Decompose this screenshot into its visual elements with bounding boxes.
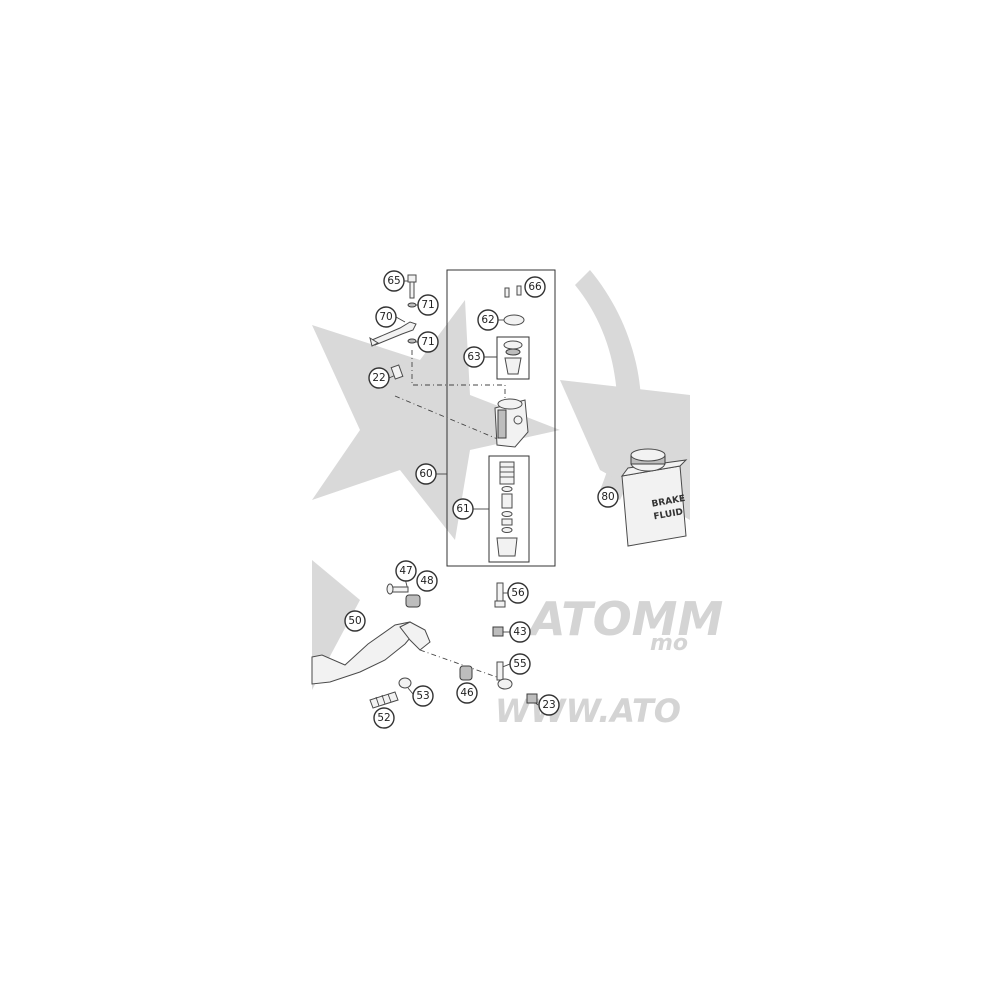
callout-23: 23 bbox=[538, 694, 560, 716]
parts: BRAKE FLUID bbox=[311, 274, 688, 709]
callout-80: 80 bbox=[597, 486, 619, 508]
callout-56: 56 bbox=[507, 582, 529, 604]
callout-71-lower: 71 bbox=[417, 331, 439, 353]
callout-48: 48 bbox=[416, 570, 438, 592]
bolt-22 bbox=[390, 364, 404, 380]
callout-label: 63 bbox=[467, 351, 480, 363]
callout-22: 22 bbox=[368, 367, 390, 389]
reservoir-cap-62 bbox=[503, 314, 525, 326]
washer-71-top bbox=[407, 302, 417, 308]
callout-label: 47 bbox=[399, 565, 412, 577]
callout-52: 52 bbox=[373, 707, 395, 729]
callout-50: 50 bbox=[344, 610, 366, 632]
callout-53: 53 bbox=[412, 685, 434, 707]
callout-label: 53 bbox=[416, 690, 429, 702]
callout-label: 66 bbox=[528, 281, 542, 293]
callout-label: 22 bbox=[372, 372, 385, 384]
callout-label: 62 bbox=[481, 314, 494, 326]
callout-label: 71 bbox=[421, 336, 434, 348]
callout-55: 55 bbox=[509, 653, 531, 675]
callout-47: 47 bbox=[395, 560, 417, 582]
callout-60: 60 bbox=[415, 463, 437, 485]
callout-66: 66 bbox=[524, 276, 546, 298]
callout-label: 48 bbox=[420, 575, 433, 587]
assembly-path-bolt bbox=[394, 395, 501, 441]
callout-label: 46 bbox=[460, 687, 474, 699]
pin-66-b bbox=[516, 285, 522, 296]
callout-61: 61 bbox=[452, 498, 474, 520]
assembly-path-pedal bbox=[419, 649, 506, 681]
plate-53 bbox=[398, 677, 412, 689]
callout-label: 61 bbox=[456, 503, 469, 515]
callout-label: 55 bbox=[513, 658, 526, 670]
callout-label: 60 bbox=[419, 468, 432, 480]
callout-46: 46 bbox=[456, 682, 478, 704]
pin-66-a bbox=[504, 287, 510, 298]
brake-hose-70 bbox=[369, 321, 417, 347]
banjo-bolt-65 bbox=[407, 274, 417, 299]
callout-label: 70 bbox=[379, 311, 392, 323]
nut-23 bbox=[526, 693, 538, 704]
screw-47 bbox=[386, 583, 409, 595]
master-cylinder-body bbox=[494, 398, 529, 448]
callout-70: 70 bbox=[375, 306, 397, 328]
washer-71-bottom bbox=[407, 338, 417, 344]
watermark-brand: ATOMM bbox=[527, 592, 723, 646]
bushing-48 bbox=[405, 594, 421, 608]
callout-62: 62 bbox=[477, 309, 499, 331]
fitting-56 bbox=[494, 582, 506, 608]
callout-label: 56 bbox=[511, 587, 525, 599]
diaphragm-kit-63 bbox=[503, 340, 523, 375]
callout-label: 50 bbox=[348, 615, 361, 627]
watermark-url: WWW.ATO bbox=[495, 692, 681, 730]
callout-label: 52 bbox=[377, 712, 390, 724]
callout-label: 65 bbox=[387, 275, 400, 287]
watermark-sub: mo bbox=[650, 631, 688, 656]
subkit-box-63 bbox=[496, 336, 530, 380]
callout-label: 43 bbox=[513, 626, 526, 638]
bushing-46 bbox=[459, 665, 473, 681]
callout-63: 63 bbox=[463, 346, 485, 368]
watermark-shape-left bbox=[312, 300, 560, 540]
brake-pedal-pivot bbox=[399, 621, 431, 651]
callout-71-upper: 71 bbox=[417, 294, 439, 316]
callout-label: 23 bbox=[542, 699, 555, 711]
spring-52 bbox=[369, 691, 399, 709]
nut-43 bbox=[492, 626, 504, 637]
brake-fluid-can-80: BRAKE FLUID bbox=[620, 448, 688, 547]
callout-label: 71 bbox=[421, 299, 434, 311]
piston-kit-61 bbox=[496, 461, 518, 557]
callout-label: 80 bbox=[601, 491, 614, 503]
callout-65: 65 bbox=[383, 270, 405, 292]
callout-43: 43 bbox=[509, 621, 531, 643]
clevis-55 bbox=[496, 661, 513, 690]
